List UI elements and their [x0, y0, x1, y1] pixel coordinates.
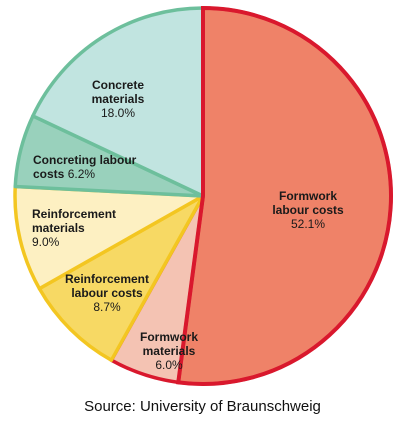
slice-value-label: 6.0% — [155, 358, 183, 372]
pie-slices — [13, 5, 393, 386]
slice-label-line: materials — [92, 92, 145, 106]
slice-label-line: Formwork — [140, 330, 198, 344]
formwork-slice-outline — [176, 5, 393, 386]
slice-value-label: 18.0% — [101, 106, 135, 120]
slice-label-line: Reinforcement — [65, 272, 149, 286]
slice-label-line: Concreting labour — [33, 153, 137, 167]
slice-label-line: labour costs — [71, 286, 143, 300]
slice-value-label: 6.2% — [68, 167, 96, 181]
chart-source-note: Source: University of Braunschweig — [84, 398, 321, 415]
slice-label-line: materials — [143, 344, 196, 358]
pie-slice-reinforcement-labour-costs — [37, 194, 205, 362]
slice-label-line: Formwork — [279, 189, 337, 203]
pie-slice-concrete-materials — [31, 6, 205, 198]
pie-slice-reinforcement-materials — [13, 184, 205, 291]
slice-value-label: 9.0% — [32, 235, 60, 249]
slice-value-label: 8.7% — [93, 300, 121, 314]
slice-label-line: Reinforcement — [32, 207, 116, 221]
slice-label-line: labour costs — [272, 203, 344, 217]
slice-label-line: costs — [33, 167, 68, 181]
slice-value-label: 52.1% — [291, 217, 325, 231]
slice-label-line: materials — [32, 221, 85, 235]
slice-label-line: Concrete — [92, 78, 144, 92]
